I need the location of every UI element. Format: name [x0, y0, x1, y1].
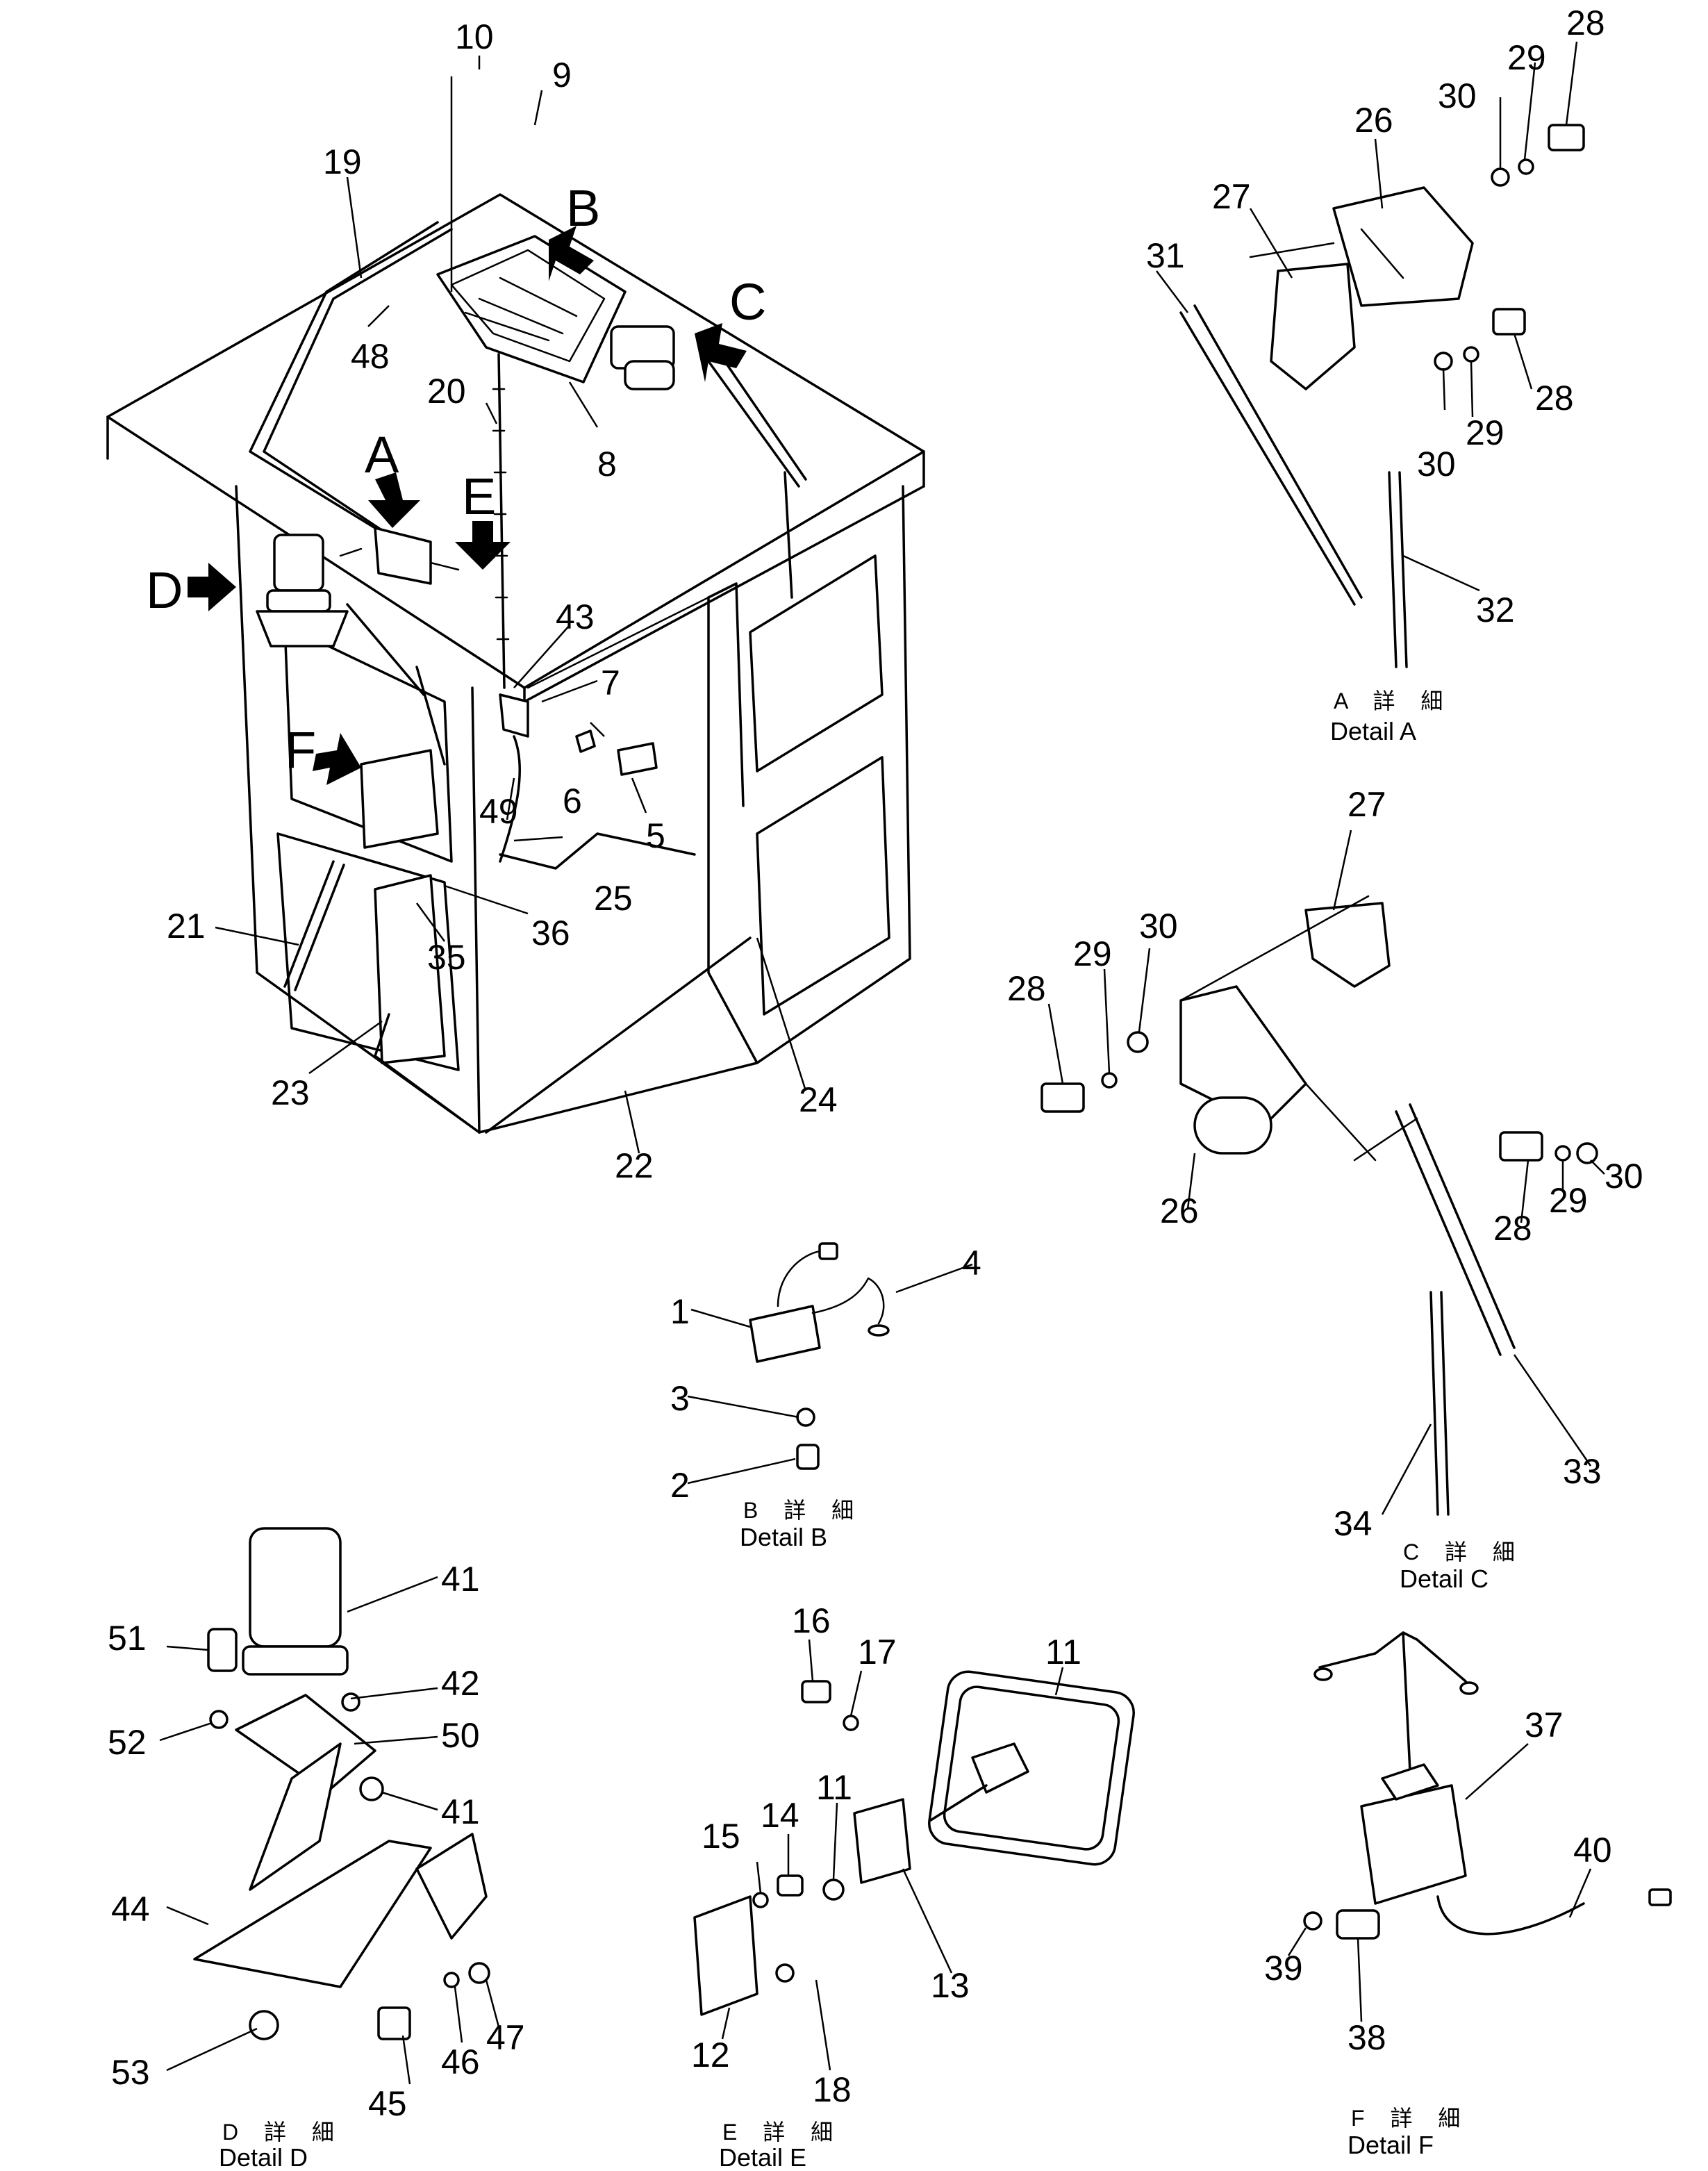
cab-assembly [106, 193, 925, 1134]
label-f37: 37 [1525, 1706, 1564, 1744]
label-c29: 29 [1073, 934, 1112, 973]
detail-e [693, 1639, 1135, 2071]
detail-a [1156, 41, 1585, 668]
label-36: 36 [531, 914, 570, 952]
label-f39: 39 [1264, 1949, 1303, 1988]
label-7: 7 [601, 663, 620, 702]
label-c27: 27 [1348, 785, 1386, 824]
label-c30: 30 [1139, 907, 1178, 946]
label-c33: 33 [1563, 1452, 1602, 1491]
label-C: C [729, 273, 766, 331]
caption-b-en: Detail B [740, 1523, 827, 1551]
label-22: 22 [615, 1146, 654, 1185]
label-e15: 15 [702, 1817, 740, 1856]
label-a30b: 30 [1417, 445, 1456, 484]
label-49: 49 [479, 792, 518, 831]
label-35: 35 [427, 938, 466, 977]
label-10: 10 [455, 17, 494, 56]
label-a28b: 28 [1535, 379, 1574, 418]
label-c30b: 30 [1605, 1157, 1643, 1196]
label-d51: 51 [108, 1619, 147, 1658]
label-c26: 26 [1160, 1191, 1199, 1230]
label-a26: 26 [1354, 101, 1393, 140]
label-d45: 45 [368, 2084, 407, 2123]
label-19: 19 [323, 142, 362, 181]
caption-d-jp: D 詳 細 [222, 2120, 344, 2145]
caption-d-en: Detail D [219, 2143, 308, 2171]
label-a29: 29 [1507, 38, 1546, 77]
label-d52: 52 [108, 1723, 147, 1762]
label-9: 9 [552, 56, 572, 94]
label-a31: 31 [1146, 236, 1185, 275]
detail-f [1287, 1631, 1672, 2022]
label-e11: 11 [1045, 1633, 1081, 1671]
label-d46: 46 [441, 2042, 480, 2081]
label-d42: 42 [441, 1664, 480, 1703]
label-48: 48 [351, 337, 390, 376]
label-b4: 4 [962, 1244, 981, 1282]
label-23: 23 [271, 1073, 310, 1112]
label-a27: 27 [1212, 177, 1251, 216]
label-b1: 1 [670, 1292, 690, 1331]
callout-labels: 10 9 19 B C 48 20 8 A E D 43 7 F 6 5 49 … [108, 3, 1643, 2123]
label-20: 20 [427, 372, 466, 411]
label-a28: 28 [1566, 3, 1605, 42]
label-e18: 18 [813, 2070, 852, 2109]
caption-b-jp: B 詳 細 [743, 1498, 863, 1523]
label-25: 25 [594, 879, 633, 918]
label-e11b: 11 [816, 1768, 852, 1807]
label-e17: 17 [858, 1633, 897, 1671]
caption-a-en: Detail A [1330, 717, 1416, 745]
detail-captions: A 詳 細 Detail A B 詳 細 Detail B C 詳 細 Deta… [219, 688, 1525, 2171]
label-d50: 50 [441, 1716, 480, 1755]
label-f38: 38 [1348, 2018, 1386, 2057]
label-a30: 30 [1438, 76, 1477, 115]
caption-e-en: Detail E [719, 2143, 806, 2171]
label-d53: 53 [111, 2053, 150, 2092]
label-F: F [285, 721, 316, 779]
label-c29b: 29 [1549, 1181, 1588, 1220]
label-c28: 28 [1007, 969, 1046, 1008]
caption-f-jp: F 詳 細 [1351, 2106, 1470, 2131]
label-5: 5 [646, 816, 665, 855]
label-a32: 32 [1476, 591, 1515, 629]
label-21: 21 [167, 907, 206, 946]
label-24: 24 [799, 1080, 838, 1119]
label-A: A [365, 426, 399, 484]
label-43: 43 [556, 597, 595, 636]
caption-c-en: Detail C [1400, 1565, 1489, 1593]
label-d41b: 41 [441, 1792, 480, 1831]
label-f40: 40 [1573, 1831, 1612, 1869]
leaders-main [215, 56, 807, 1154]
caption-c-jp: C 詳 細 [1403, 1539, 1525, 1565]
detail-c [1040, 829, 1605, 1516]
label-E: E [462, 468, 496, 525]
detail-b [687, 1242, 973, 1485]
label-d47: 47 [486, 2018, 525, 2057]
label-e16: 16 [792, 1601, 831, 1640]
label-D: D [146, 561, 183, 619]
label-e12: 12 [691, 2036, 730, 2074]
label-a29b: 29 [1466, 413, 1504, 452]
detail-d [159, 1527, 501, 2085]
label-d41: 41 [441, 1560, 480, 1599]
label-b2: 2 [670, 1466, 690, 1505]
label-b3: 3 [670, 1379, 690, 1418]
caption-a-jp: A 詳 細 [1334, 688, 1452, 713]
label-c28b: 28 [1493, 1209, 1532, 1248]
label-B: B [566, 179, 600, 237]
label-e13: 13 [931, 1966, 970, 2005]
label-e14: 14 [761, 1796, 799, 1835]
caption-e-jp: E 詳 細 [722, 2120, 843, 2145]
label-6: 6 [563, 782, 582, 820]
label-8: 8 [597, 445, 617, 484]
label-d44: 44 [111, 1890, 150, 1929]
label-c34: 34 [1334, 1504, 1373, 1543]
caption-f-en: Detail F [1348, 2131, 1434, 2159]
detail-arrows [188, 226, 747, 785]
